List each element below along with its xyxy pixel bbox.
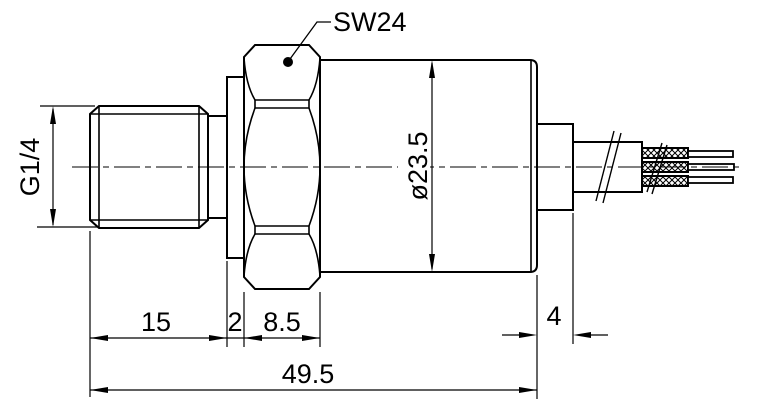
label-dim-collar: 2 [227, 307, 242, 337]
label-thread-size: G1/4 [15, 138, 45, 197]
text-halo [398, 120, 430, 212]
label-dim-step: 4 [546, 301, 561, 331]
dim-body-diameter [429, 60, 435, 272]
label-wrench-size: SW24 [333, 7, 407, 37]
label-body-diameter: ø23.5 [403, 131, 433, 200]
dim-step-length [502, 332, 608, 338]
leader-wrench-size [283, 21, 331, 67]
label-dim-overall: 49.5 [282, 359, 335, 389]
extension-lines [89, 213, 574, 399]
wire-bare-top [687, 150, 734, 158]
dim-chain-front [90, 335, 320, 341]
label-dim-hex: 8.5 [263, 307, 301, 337]
dim-overall-length [90, 387, 537, 393]
wire-bare-bottom [687, 176, 734, 184]
label-dim-thread-length: 15 [141, 307, 171, 337]
leader-dot [283, 57, 293, 67]
dim-thread-size [37, 105, 98, 228]
